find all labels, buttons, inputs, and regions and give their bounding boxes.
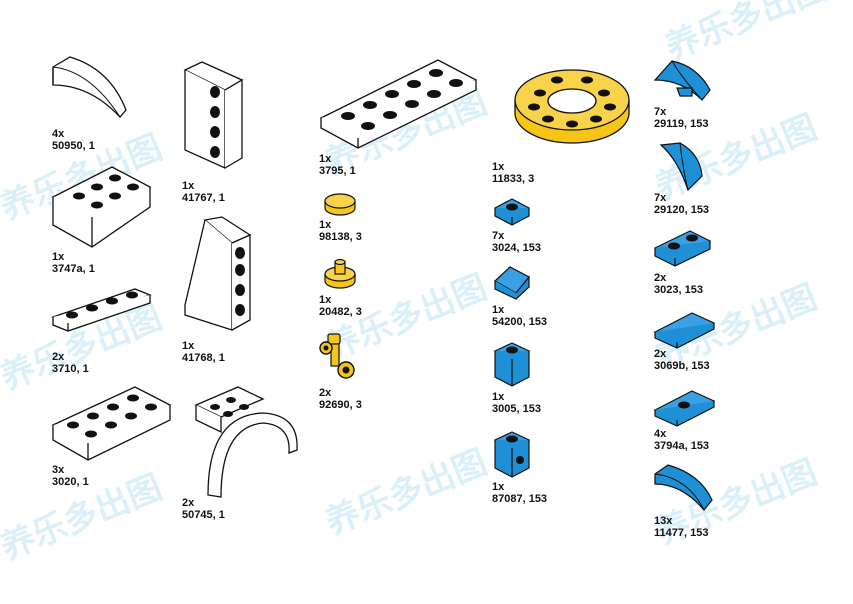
part-code: 3710, 1 [52,363,89,375]
plate-icon [653,230,712,267]
part-label: 1x 41767, 1 [182,180,225,204]
plate-icon [51,386,172,461]
part-code: 3069b, 153 [654,360,710,372]
slope-brick-icon [51,166,152,248]
part-code: 50950, 1 [52,140,95,152]
part-label: 3x 3020, 1 [52,464,89,488]
part-label: 2x 92690, 3 [319,387,362,411]
watermark: 养乐多出图 [320,442,493,544]
quantity: 1x [182,180,195,192]
part-label: 2x 50745, 1 [182,497,225,521]
part-label: 1x 20482, 3 [319,294,362,318]
part-code: 41768, 1 [182,352,225,364]
part-code: 50745, 1 [182,509,225,521]
quantity: 1x [319,153,332,165]
quantity: 1x [319,294,332,306]
brick-icon [493,342,531,387]
quantity: 3x [52,464,65,476]
part-code: 11833, 3 [492,173,535,185]
quantity: 4x [654,428,667,440]
quantity: 1x [492,161,505,173]
quantity: 2x [182,497,195,509]
part-code: 87087, 153 [492,493,548,505]
brick-icon [493,431,531,478]
part-label: 1x 41768, 1 [182,340,225,364]
part-label: 1x 3795, 1 [319,153,356,177]
part-code: 29119, 153 [654,118,709,130]
quantity: 7x [654,106,667,118]
part-label: 2x 3023, 153 [654,272,703,296]
quantity: 2x [52,351,65,363]
part-code: 54200, 153 [492,316,548,328]
part-code: 92690, 3 [319,399,362,411]
part-label: 1x 98138, 3 [319,219,362,243]
part-label: 2x 3710, 1 [52,351,89,375]
part-label: 1x 11833, 3 [492,161,534,185]
quantity: 1x [182,340,195,352]
plate-icon [51,288,152,332]
slope-icon [493,266,530,300]
quantity: 7x [492,230,505,242]
ring-plate-icon [514,69,630,144]
wedge-plate-icon [183,61,244,170]
curved-wedge-icon [659,142,703,192]
part-label: 2x 3069b, 153 [654,348,710,372]
part-code: 3795, 1 [319,165,356,177]
part-code: 98138, 3 [319,231,362,243]
part-label: 7x 3024, 153 [492,230,541,254]
part-label: 7x 29120, 153 [654,192,709,216]
quantity: 1x [52,251,65,263]
part-code: 3024, 153 [492,242,541,254]
curved-slope-icon [654,464,713,511]
part-code: 20482, 3 [319,306,362,318]
wheel-arch-icon [194,386,298,498]
part-label: 4x 3794a, 153 [654,428,709,452]
part-code: 3023, 153 [654,284,703,296]
part-label: 13x 11477, 153 [654,515,708,539]
part-code: 3020, 1 [52,476,89,488]
curved-slope-brick-icon [52,56,127,118]
quantity: 1x [492,391,505,403]
quantity: 1x [319,219,332,231]
quantity: 1x [492,481,505,493]
wedge-plate-icon [184,216,252,331]
plate-icon [493,198,531,226]
part-code: 29120, 153 [654,204,710,216]
part-code: 41767, 1 [182,192,225,204]
jumper-plate-icon [653,390,716,427]
quantity: 1x [492,304,505,316]
part-label: 1x 3005, 153 [492,391,541,415]
quantity: 4x [52,128,65,140]
curved-wedge-icon [653,60,711,101]
round-plate-icon [324,258,356,289]
plate-icon [319,59,478,149]
quantity: 2x [654,348,667,360]
part-label: 1x 87087, 153 [492,481,547,505]
part-label: 7x 29119, 153 [654,106,708,130]
round-tile-icon [324,193,356,216]
part-code: 11477, 153 [654,527,709,539]
part-code: 3005, 153 [492,403,541,415]
part-code: 3747a, 1 [52,263,95,275]
quantity: 2x [319,387,332,399]
clip-icon [319,333,355,379]
quantity: 7x [654,192,667,204]
part-label: 1x 3747a, 1 [52,251,95,275]
part-code: 3794a, 153 [654,440,710,452]
part-label: 4x 50950, 1 [52,128,95,152]
part-label: 1x 54200, 153 [492,304,547,328]
quantity: 13x [654,515,673,527]
quantity: 2x [654,272,667,284]
tile-icon [653,312,716,349]
